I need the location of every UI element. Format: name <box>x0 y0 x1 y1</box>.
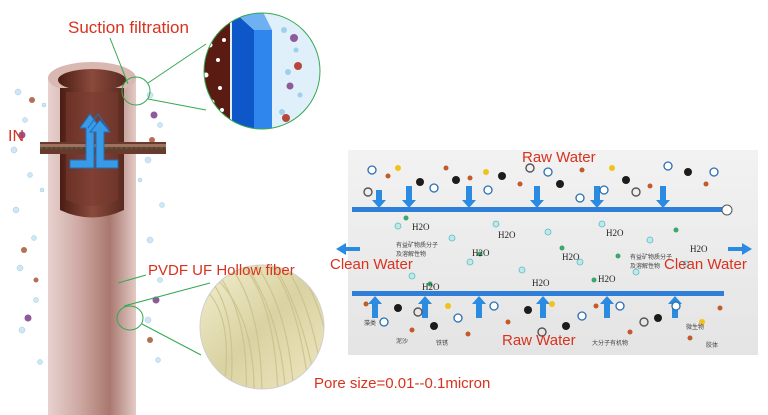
clean-water-right-label: Clean Water <box>664 256 747 273</box>
pore-size-label: Pore size=0.01--0.1micron <box>314 375 491 392</box>
suction-filtration-label: Suction filtration <box>68 18 189 37</box>
h2o-label: H2O <box>562 252 580 262</box>
panel-note: 大分子有机物 <box>592 340 629 347</box>
raw-water-top-label: Raw Water <box>522 149 596 166</box>
h2o-label: H2O <box>422 282 440 292</box>
h2o-label: H2O <box>498 230 516 240</box>
h2o-label: H2O <box>472 248 490 258</box>
panel-note: 胶体 <box>706 342 719 349</box>
panel-note: 藻类 <box>364 320 377 327</box>
h2o-label: H2O <box>598 274 616 284</box>
hollow-fiber-tube <box>10 62 166 415</box>
panel-note: 泥沙 <box>396 338 409 345</box>
panel-note: 有益矿物质分子 <box>630 254 673 261</box>
panel-note: 微生物 <box>686 324 705 331</box>
inlet-label: IN <box>8 128 24 145</box>
membrane-zoom-circle <box>203 12 321 130</box>
h2o-label: H2O <box>690 244 708 254</box>
h2o-label: H2O <box>532 278 550 288</box>
panel-note: 及溶解性物 <box>396 251 427 258</box>
panel-note: 铁锈 <box>436 340 449 347</box>
panel-note: 及溶解性物 <box>630 263 661 270</box>
raw-water-bottom-label: Raw Water <box>502 332 576 349</box>
h2o-label: H2O <box>412 222 430 232</box>
fiber-bundle-photo <box>199 264 325 390</box>
clean-water-left-label: Clean Water <box>330 256 413 273</box>
filtration-panel <box>336 150 758 355</box>
panel-note: 有益矿物质分子 <box>396 242 439 249</box>
hollow-fiber-label: PVDF UF Hollow fiber <box>148 262 295 279</box>
h2o-label: H2O <box>606 228 624 238</box>
